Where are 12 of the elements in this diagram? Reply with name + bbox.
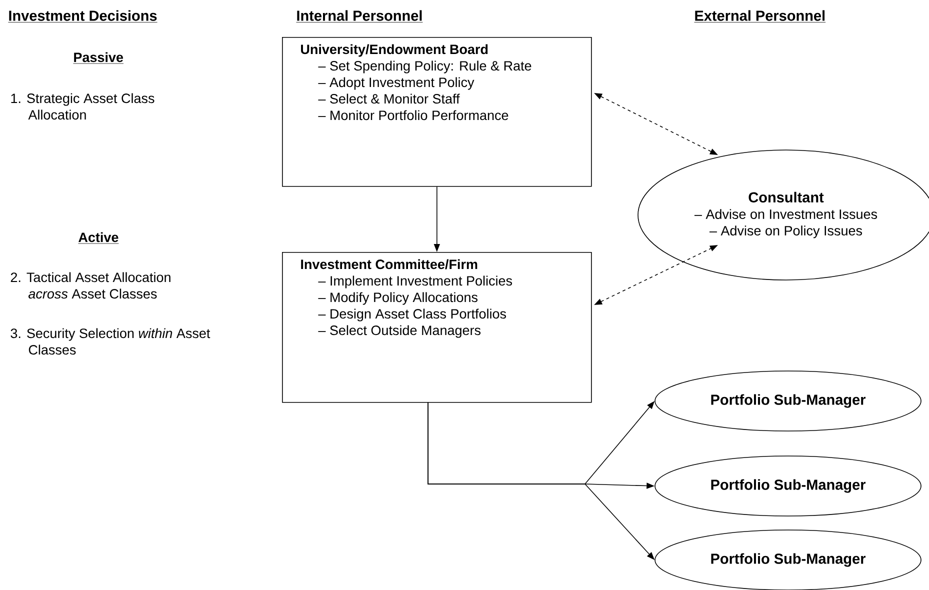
section-heading: Active <box>78 232 119 244</box>
list-item: 3. Security Selection within Asset Classes <box>10 328 210 355</box>
list-item: 2. Tactical Asset Allocation across Asset Classes <box>10 272 170 299</box>
list-item: 1. Strategic Asset Class Allocation <box>11 93 154 120</box>
column-heading: Investment Decisions <box>8 10 158 22</box>
process-box: Investment Committee/Firm – Implement Investment Policies – Modify Policy Allocations – Design Asset Class Portfolios – Select Outside Managers <box>282 252 592 403</box>
column-heading: External Personnel <box>694 10 826 22</box>
process-box: University/Endowment Board – Set Spending Policy: Rule & Rate – Adopt Investment Policy – Select & Monitor Staff – Monitor Portfolio Performance <box>282 37 592 187</box>
ellipse-node: Portfolio Sub-Manager <box>654 370 922 432</box>
ellipse-node: Portfolio Sub-Manager <box>654 456 922 516</box>
section-heading: Passive <box>73 52 124 64</box>
column-heading: Internal Personnel <box>296 10 423 22</box>
